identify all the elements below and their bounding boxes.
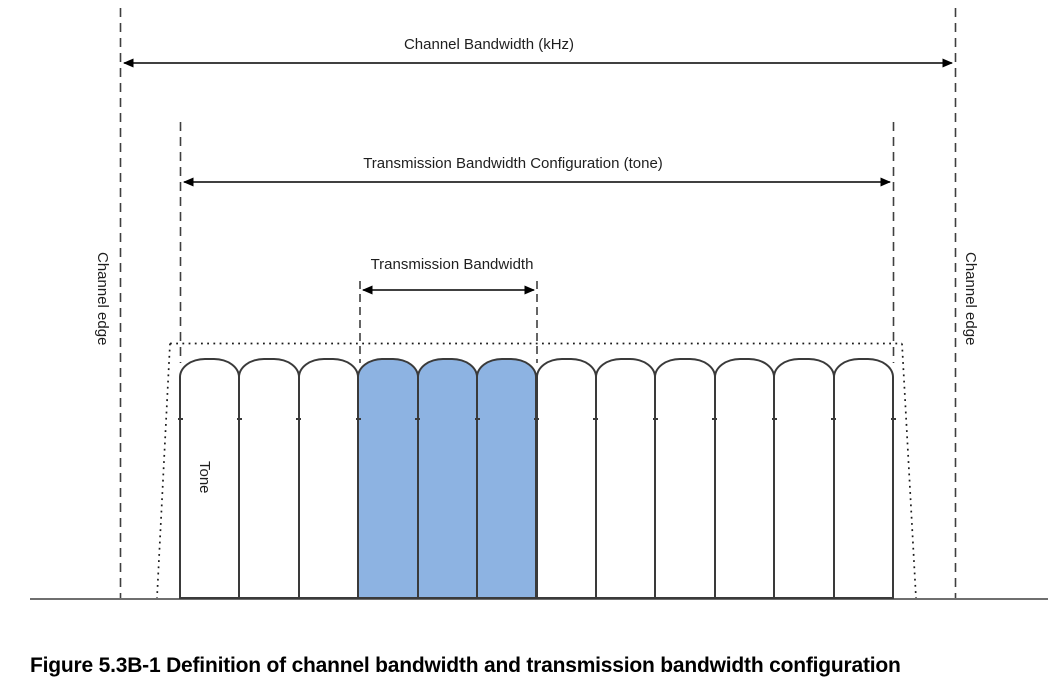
tone-edge-tick (831, 418, 837, 420)
tone-edge-tick (534, 418, 539, 420)
tone-edge-tick (474, 418, 480, 420)
figure-caption: Figure 5.3B-1 Definition of channel band… (30, 654, 901, 677)
channel-edge-left-label: Channel edge (94, 252, 111, 346)
transmission-bandwidth-configuration-label: Transmission Bandwidth Configuration (to… (363, 155, 663, 172)
tone-bar (654, 358, 716, 599)
tone-edge-tick (771, 418, 777, 420)
tone-bar-highlighted (476, 358, 538, 599)
tone-bar (832, 358, 894, 599)
tone-label: Tone (196, 461, 213, 494)
tone-edge-tick (236, 418, 242, 420)
tone-edge-tick (296, 418, 302, 420)
tone-bar (297, 358, 360, 599)
tone-edge-tick (652, 418, 658, 420)
tone-edge-tick (593, 418, 599, 420)
tone-edge-tick (355, 418, 361, 420)
tone-edge-tick (712, 418, 718, 420)
tone-bar (535, 358, 597, 599)
frequency-axis-baseline (30, 598, 1048, 600)
transmission-bandwidth-label: Transmission Bandwidth (370, 256, 534, 273)
tone-bar-highlighted (416, 358, 479, 599)
tone-edge-tick (890, 418, 896, 420)
tone-edge-tick (415, 418, 421, 420)
tone-bar (238, 358, 300, 599)
tone-bar (594, 358, 657, 599)
tone-bar (713, 358, 776, 599)
tone-edge-tick (177, 418, 183, 420)
channel-edge-right-label: Channel edge (962, 252, 979, 346)
tone-bar-highlighted (357, 358, 419, 599)
tone-bar (773, 358, 835, 599)
channel-bandwidth-label: Channel Bandwidth (kHz) (403, 36, 575, 53)
